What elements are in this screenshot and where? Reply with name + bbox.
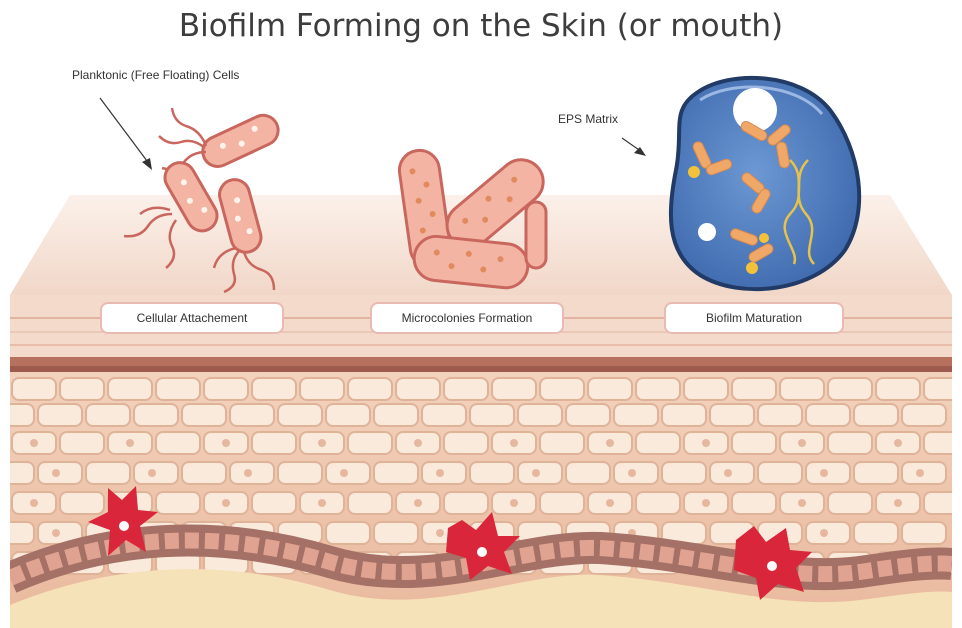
eps-pointer-arrow: [622, 138, 646, 156]
mature-biofilm: [671, 78, 859, 289]
stage-label-biofilm-maturation: Biofilm Maturation: [664, 302, 844, 334]
epidermis-layer: [0, 372, 962, 628]
microcolony-bacteria-group: [397, 148, 552, 290]
stage-label-cellular-attachement: Cellular Attachement: [100, 302, 284, 334]
eps-matrix-callout: EPS Matrix: [558, 112, 618, 126]
planktonic-pointer-arrow: [100, 98, 152, 170]
stage-label-microcolonies-formation: Microcolonies Formation: [370, 302, 564, 334]
planktonic-cells-callout: Planktonic (Free Floating) Cells: [72, 68, 239, 82]
